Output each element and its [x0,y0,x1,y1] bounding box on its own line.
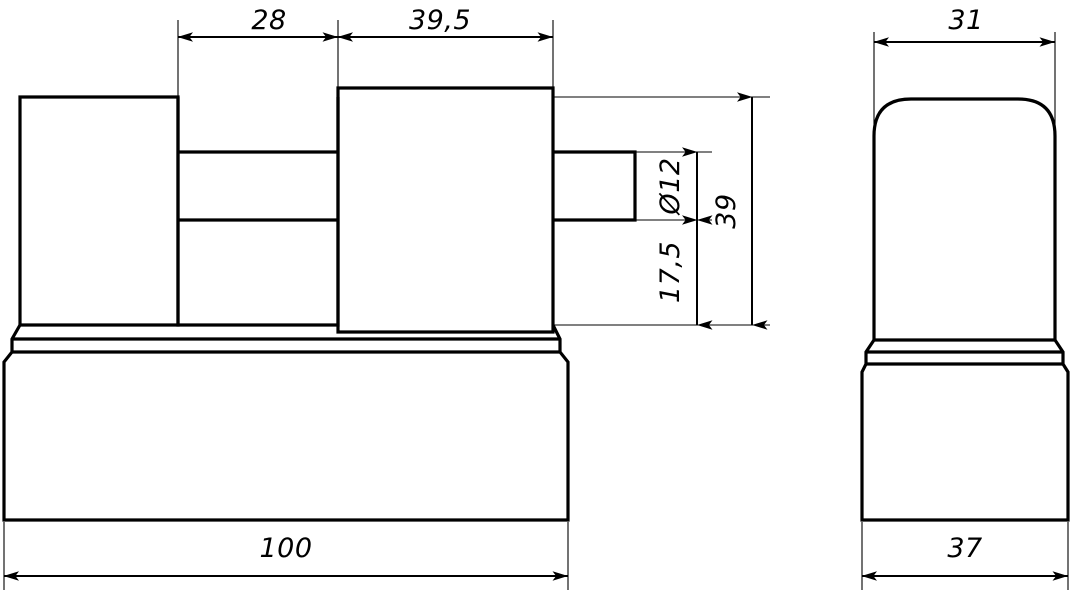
dim-text-37: 37 [947,533,982,564]
dim-text-31: 31 [948,5,983,36]
dim-text-39: 39 [711,193,742,228]
side-view-dimension-lines [861,37,1068,581]
dim-text-39-5: 39,5 [409,5,471,36]
dim-text-28: 28 [251,5,286,36]
front-center-block-outline [336,86,555,334]
front-middle-step-outline [176,97,340,327]
front-boss-outline [553,150,637,222]
dim-text-100: 100 [259,533,312,564]
side-view-extension-lines [861,32,1069,590]
dim-text-phi12: Ø12 [655,157,686,215]
front-view-geometry [2,86,637,522]
front-view-extension-lines [3,20,770,590]
front-base-plate-outline [2,324,570,522]
dim-text-17-5: 17,5 [655,241,686,303]
side-base-plate-outline [860,339,1070,522]
side-upper-body-outline [872,97,1057,342]
side-view-geometry [860,97,1070,522]
front-view-dimension-lines [3,32,768,581]
front-left-block-outline [18,95,180,327]
